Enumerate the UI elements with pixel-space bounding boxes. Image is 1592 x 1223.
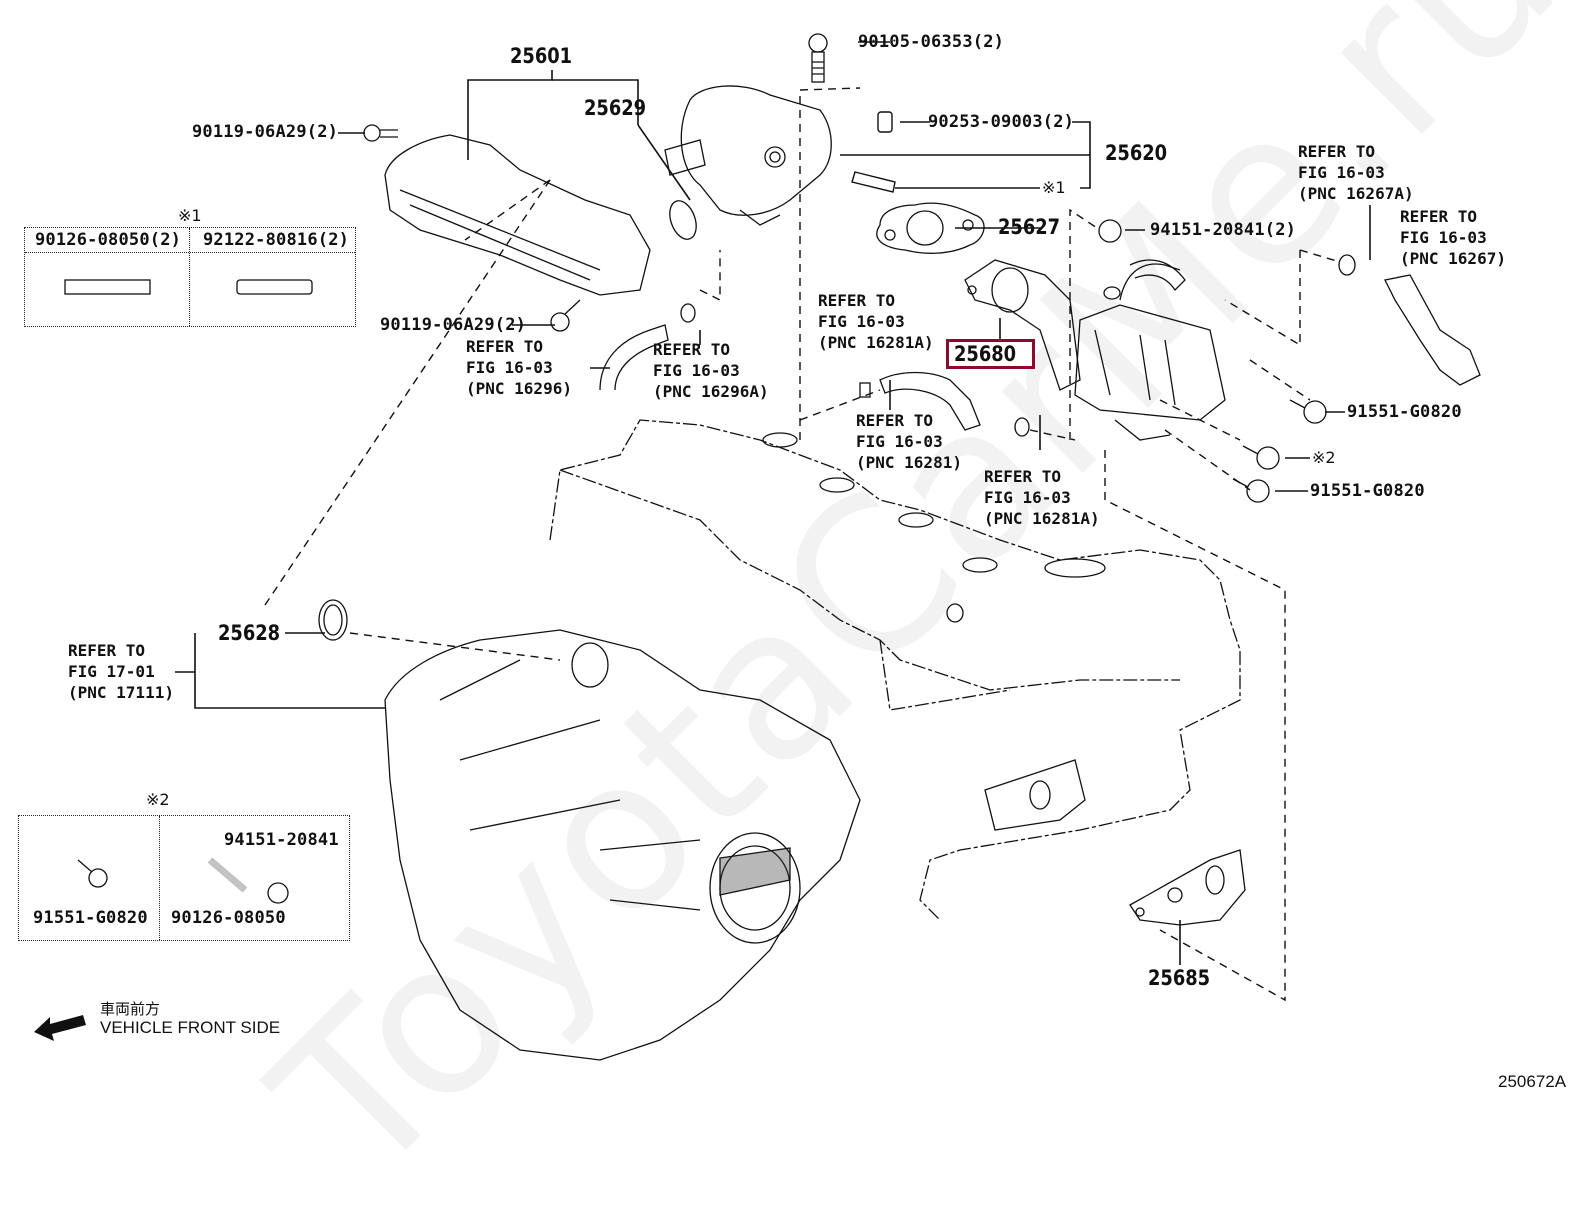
- legend1-divider: [25, 252, 355, 253]
- bolts-right-drawing: [1232, 399, 1327, 503]
- legend2-part-a: 91551-G0820: [33, 908, 148, 928]
- egr-manifold-25601-drawing: [384, 134, 651, 296]
- engine-block-drawing: [549, 419, 1241, 921]
- legend1-part-a: 90126-08050(2): [35, 230, 182, 250]
- dashed-guides: [264, 87, 1341, 1002]
- fastener-90253-09003[interactable]: 90253-09003(2): [928, 112, 1075, 132]
- gasket-25627-drawing: [876, 202, 985, 254]
- part-25628[interactable]: 25628: [218, 621, 281, 645]
- ref-pnc-16267[interactable]: REFER TO FIG 16-03 (PNC 16267): [1400, 207, 1506, 268]
- ring-25628-drawing: [318, 599, 348, 641]
- part-25629[interactable]: 25629: [584, 96, 647, 120]
- fastener-90105-06353[interactable]: 90105-06353(2): [858, 32, 1005, 52]
- part-25627[interactable]: 25627: [998, 215, 1061, 239]
- gasket-25629-drawing: [669, 200, 697, 240]
- pin-drawing: [877, 111, 893, 133]
- gasket-25685-drawing: [1129, 849, 1246, 926]
- engine-ports-drawing: [762, 432, 1106, 623]
- stud-drawing: [851, 171, 896, 193]
- fastener-91551-G0820-lower[interactable]: 91551-G0820: [1310, 481, 1425, 501]
- figure-id: 250672A: [1498, 1072, 1567, 1091]
- part-25680-highlight[interactable]: 25680: [946, 339, 1036, 369]
- leader-lines: [175, 41, 1371, 965]
- ref-pnc-16281a-left[interactable]: REFER TO FIG 16-03 (PNC 16281A): [818, 291, 934, 352]
- ref-pnc-16281[interactable]: REFER TO FIG 16-03 (PNC 16281): [856, 411, 962, 472]
- legend2-mark: ※2: [146, 790, 170, 809]
- vehicle-front-label-jp: 車両前方: [100, 1000, 161, 1018]
- intake-manifold-drawing: [384, 629, 861, 1061]
- egr-cooler-drawing: [1074, 263, 1226, 441]
- ref-pnc-16281a-bottom[interactable]: REFER TO FIG 16-03 (PNC 16281A): [984, 467, 1100, 528]
- part-25680[interactable]: 25680: [954, 342, 1017, 366]
- egr-valve-drawing: [664, 85, 832, 226]
- legend1-mark: ※1: [178, 206, 202, 225]
- fastener-91551-G0820-upper[interactable]: 91551-G0820: [1347, 402, 1462, 422]
- legend2-box: 91551-G0820 94151-20841 90126-08050: [18, 815, 350, 941]
- ref-pnc-16267a[interactable]: REFER TO FIG 16-03 (PNC 16267A): [1298, 142, 1414, 203]
- nut-drawing: [1098, 219, 1122, 243]
- fastener-90119-06A29-top[interactable]: 90119-06A29(2): [192, 122, 339, 142]
- vehicle-front-label-en: VEHICLE FRONT SIDE: [100, 1018, 281, 1037]
- part-25601[interactable]: 25601: [510, 44, 573, 68]
- vehicle-front-arrow-icon: [34, 1015, 86, 1041]
- ref-pnc-16296a[interactable]: REFER TO FIG 16-03 (PNC 16296A): [653, 340, 769, 401]
- parts-diagram: [34, 33, 1481, 1061]
- part-25620[interactable]: 25620: [1105, 141, 1168, 165]
- bolt-drawing: [808, 33, 828, 83]
- legend1-box: 90126-08050(2) 92122-80816(2): [24, 227, 356, 327]
- egr-pipe-25680-drawing: [964, 259, 1081, 391]
- clips-drawing: [680, 254, 1356, 437]
- legend-sketches: [64, 279, 313, 904]
- legend2-part-c: 90126-08050: [171, 908, 286, 928]
- mark-1: ※1: [1042, 178, 1066, 197]
- legend2-part-b: 94151-20841: [224, 830, 339, 850]
- bolts-left-drawing: [363, 124, 581, 332]
- ref-pnc-16296[interactable]: REFER TO FIG 16-03 (PNC 16296): [466, 337, 572, 398]
- fastener-94151-20841[interactable]: 94151-20841(2): [1150, 220, 1297, 240]
- legend2-cell-a: [19, 816, 160, 940]
- hoses-drawing: [599, 259, 1481, 431]
- legend1-cell-a: [25, 228, 190, 326]
- ref-pnc-17111[interactable]: REFER TO FIG 17-01 (PNC 17111): [68, 641, 174, 702]
- exhaust-gasket-drawing: [984, 759, 1086, 831]
- legend1-part-b: 92122-80816(2): [203, 230, 350, 250]
- part-25685[interactable]: 25685: [1148, 966, 1211, 990]
- mark-2: ※2: [1312, 448, 1336, 467]
- fastener-90119-06A29-bottom[interactable]: 90119-06A29(2): [380, 315, 527, 335]
